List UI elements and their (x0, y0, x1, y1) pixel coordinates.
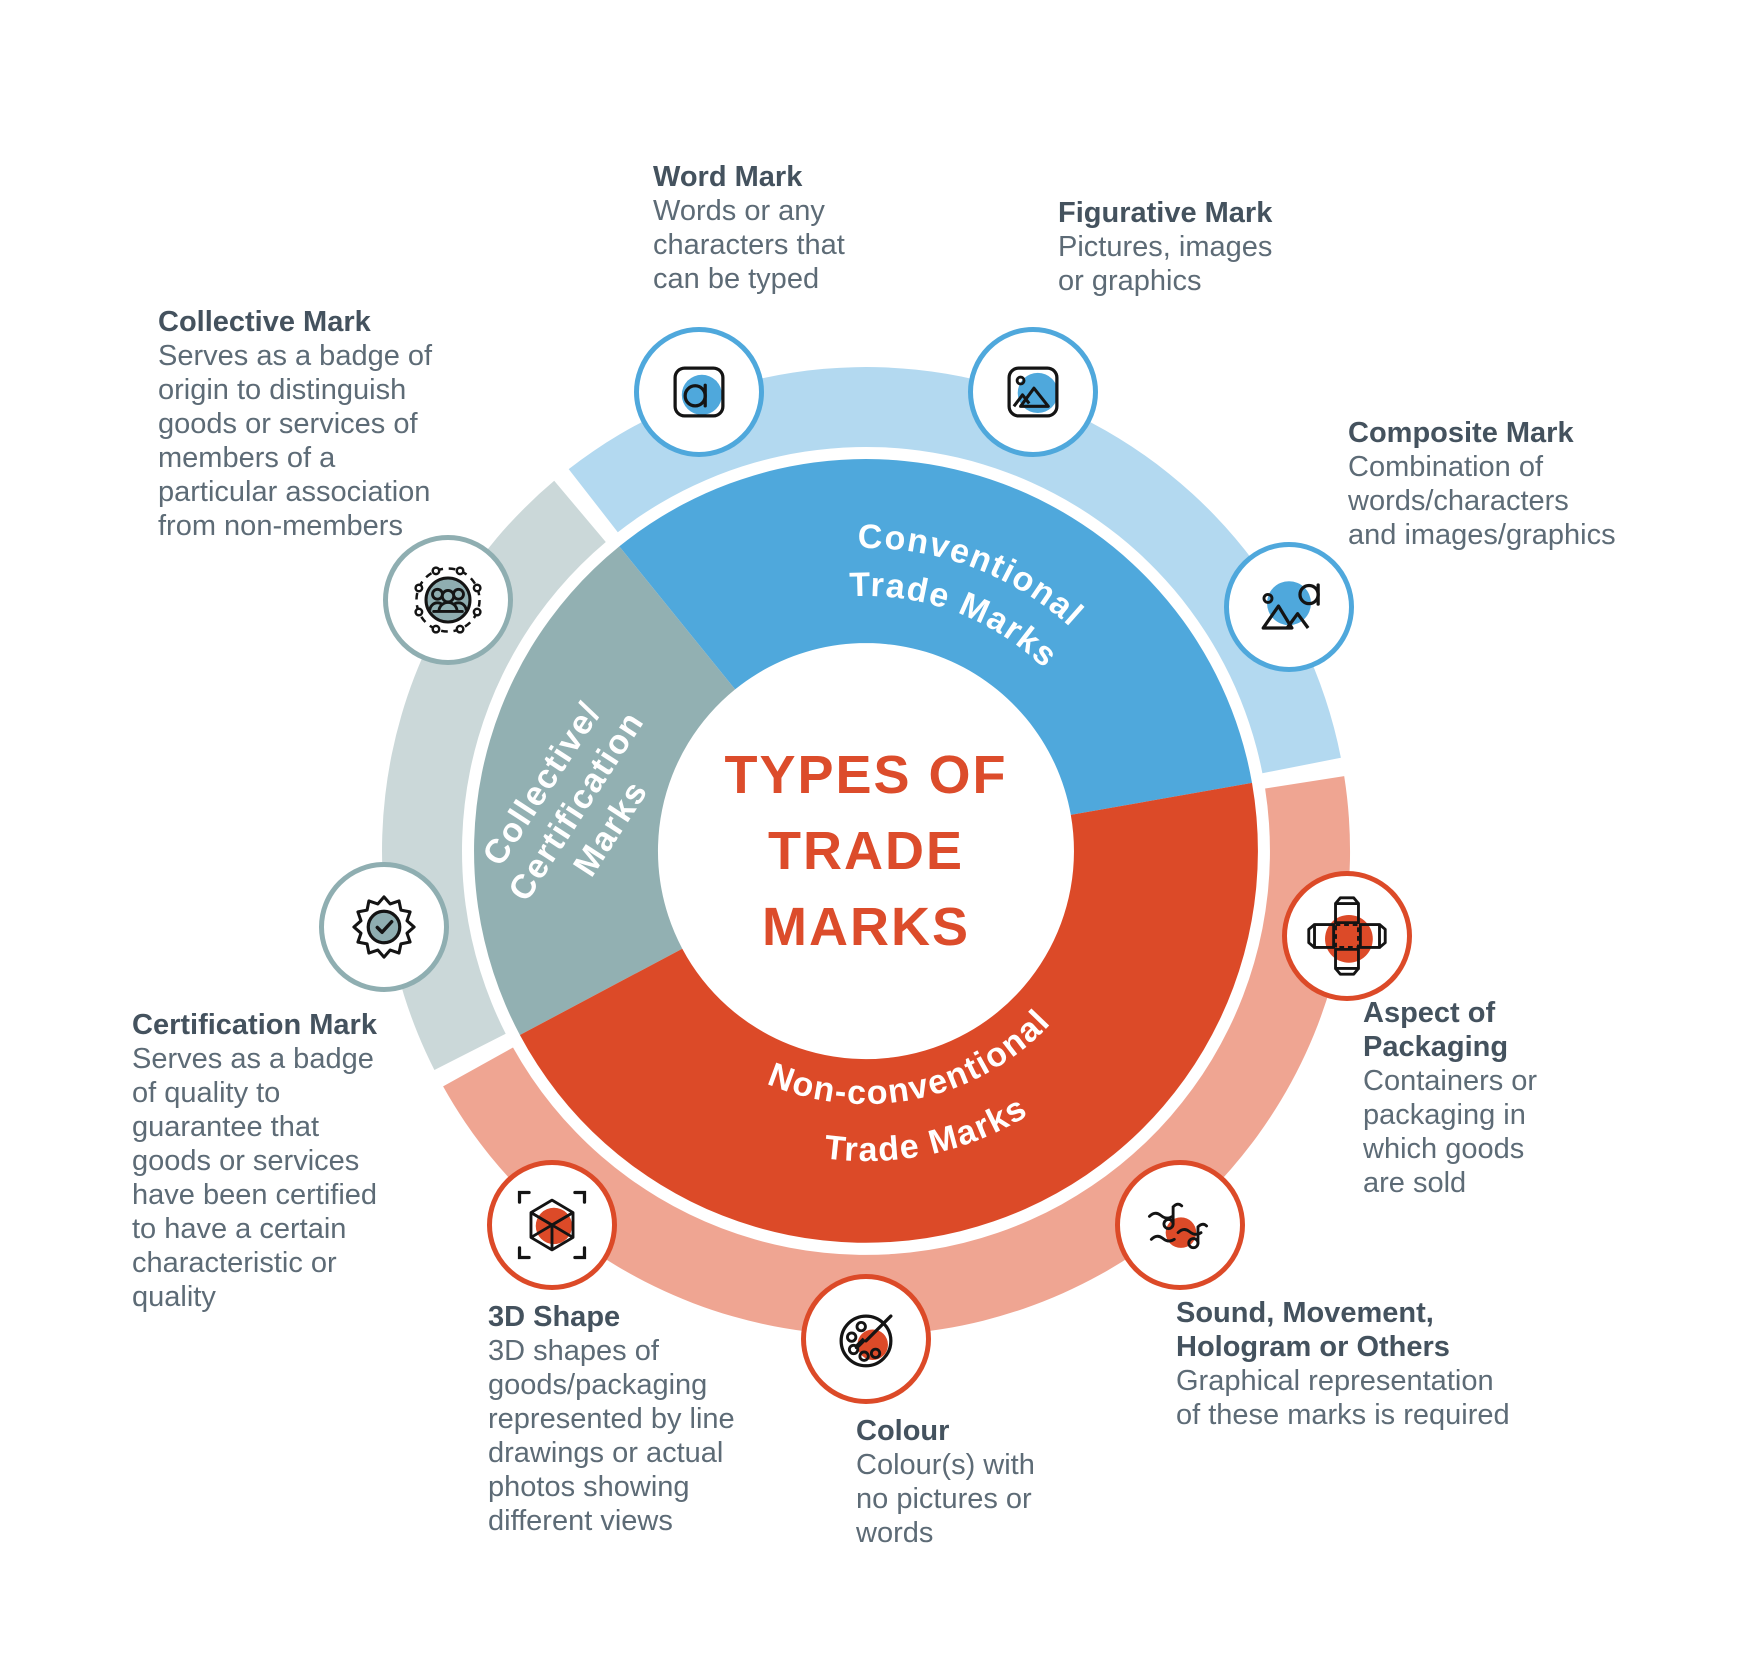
label-composite-mark: Composite Mark Combination of words/char… (1348, 416, 1678, 552)
label-certification-mark: Certification Mark Serves as a badge of … (132, 1008, 392, 1314)
label-figurative-mark: Figurative Mark Pictures, images or grap… (1058, 196, 1338, 298)
node-packaging (1282, 871, 1412, 1001)
label-word-mark: Word Mark Words or any characters that c… (653, 160, 913, 296)
label-3d-shape: 3D Shape 3D shapes of goods/packaging re… (488, 1300, 768, 1538)
certification-badge-icon (352, 895, 416, 959)
shape3d-title: 3D Shape (488, 1301, 621, 1333)
figurative-mark-desc: Pictures, images or graphics (1058, 231, 1273, 297)
sound-movement-title: Sound, Movement, Hologram or Others (1176, 1297, 1450, 1363)
page-title: TYPES OF TRADE MARKS (724, 745, 1008, 957)
segment-collective-certification-inner (474, 546, 736, 1035)
node-figurative (968, 327, 1098, 457)
node-certification (319, 862, 449, 992)
certification-mark-desc: Serves as a badge of quality to guarante… (132, 1043, 378, 1313)
sound-movement-desc: Graphical representation of these marks … (1176, 1365, 1510, 1431)
shape3d-desc: 3D shapes of goods/packaging represented… (488, 1335, 735, 1537)
colour-palette-icon (839, 1314, 893, 1368)
segment-conventional-inner (619, 459, 1252, 815)
collective-mark-desc: Serves as a badge of origin to distingui… (158, 340, 433, 542)
music-notes-icon (1147, 1202, 1208, 1250)
segment-conventional-outer (568, 367, 1341, 774)
composite-mark-title: Composite Mark (1348, 417, 1574, 449)
node-composite (1224, 542, 1354, 672)
word-mark-title: Word Mark (653, 161, 803, 193)
collective-people-icon (414, 566, 482, 634)
colour-title: Colour (856, 1415, 950, 1447)
aspect-of-packaging-desc: Containers or packaging in which goods a… (1363, 1065, 1538, 1199)
node-sound (1115, 1160, 1245, 1290)
node-word (634, 327, 764, 457)
packaging-box-icon (1307, 896, 1387, 976)
composite-mark-desc: Combination of words/characters and imag… (1348, 451, 1616, 551)
node-shape3d (487, 1160, 617, 1290)
collective-mark-title: Collective Mark (158, 306, 371, 338)
aspect-of-packaging-title: Aspect of Packaging (1363, 997, 1509, 1063)
node-collective (383, 535, 513, 665)
composite-mark-icon (1261, 581, 1320, 630)
figurative-mark-title: Figurative Mark (1058, 197, 1273, 229)
word-mark-desc: Words or any characters that can be type… (653, 195, 845, 295)
label-sound-movement-hologram: Sound, Movement, Hologram or Others Grap… (1176, 1296, 1526, 1432)
segment-non-conventional-inner (519, 782, 1258, 1243)
figurative-mark-icon (1007, 366, 1059, 418)
certification-mark-title: Certification Mark (132, 1009, 377, 1041)
label-aspect-of-packaging: Aspect of Packaging Containers or packag… (1363, 996, 1603, 1200)
word-mark-icon (673, 366, 725, 418)
node-colour (801, 1274, 931, 1404)
label-collective-mark: Collective Mark Serves as a badge of ori… (158, 305, 458, 543)
cube-3d-icon (517, 1190, 587, 1260)
colour-desc: Colour(s) with no pictures or words (856, 1449, 1035, 1549)
label-colour: Colour Colour(s) with no pictures or wor… (856, 1414, 1076, 1550)
